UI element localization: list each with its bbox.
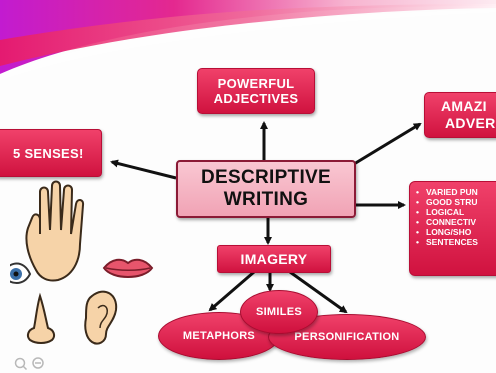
center-title-line1: DESCRIPTIVE	[201, 167, 331, 188]
ear-icon	[84, 290, 118, 345]
node-similes-label: SIMILES	[255, 306, 303, 318]
node-amazing-adverbs-line2: ADVER	[445, 115, 496, 131]
senses-illustration	[10, 180, 154, 345]
hand-icon	[25, 180, 85, 282]
node-powerful-adjectives: POWERFUL ADJECTIVES	[197, 68, 315, 114]
nose-icon	[26, 292, 56, 344]
minus-icon[interactable]	[32, 357, 44, 369]
node-five-senses: 5 SENSES!	[0, 129, 102, 177]
arrow-to-senses	[110, 159, 177, 180]
node-similes: SIMILES	[240, 290, 318, 334]
lips-icon	[102, 258, 154, 278]
techniques-list-item: SENTENCES	[414, 237, 496, 247]
node-powerful-adjectives-line1: POWERFUL	[217, 76, 295, 91]
techniques-list-item: GOOD STRU	[414, 197, 496, 207]
techniques-list: VARIED PUN GOOD STRU LOGICAL CONNECTIV L…	[414, 187, 496, 247]
node-descriptive-writing: DESCRIPTIVE WRITING	[176, 160, 356, 218]
node-imagery: IMAGERY	[217, 245, 331, 273]
node-personification-label: PERSONIFICATION	[294, 331, 400, 343]
zoom-icon[interactable]	[14, 357, 28, 371]
techniques-list-item: LOGICAL	[414, 207, 496, 217]
node-amazing-adverbs: AMAZI ADVER	[424, 92, 496, 138]
eye-icon	[10, 262, 32, 284]
center-title-line2: WRITING	[223, 189, 309, 210]
node-personification: PERSONIFICATION	[268, 314, 426, 360]
techniques-list-item: CONNECTIV	[414, 217, 496, 227]
arrow-to-adverbs	[353, 122, 422, 166]
viewer-controls	[14, 357, 44, 371]
arrow-to-personification	[289, 270, 348, 314]
header-swoosh	[0, 0, 496, 80]
node-powerful-adjectives-line2: ADJECTIVES	[213, 91, 299, 106]
arrow-to-metaphors	[208, 270, 255, 312]
techniques-list-item: VARIED PUN	[414, 187, 496, 197]
node-amazing-adverbs-line1: AMAZI	[441, 98, 487, 114]
node-five-senses-label: 5 SENSES!	[13, 145, 84, 161]
node-imagery-label: IMAGERY	[240, 251, 308, 267]
node-metaphors-label: METAPHORS	[182, 330, 256, 342]
techniques-list-item: LONG/SHO	[414, 227, 496, 237]
